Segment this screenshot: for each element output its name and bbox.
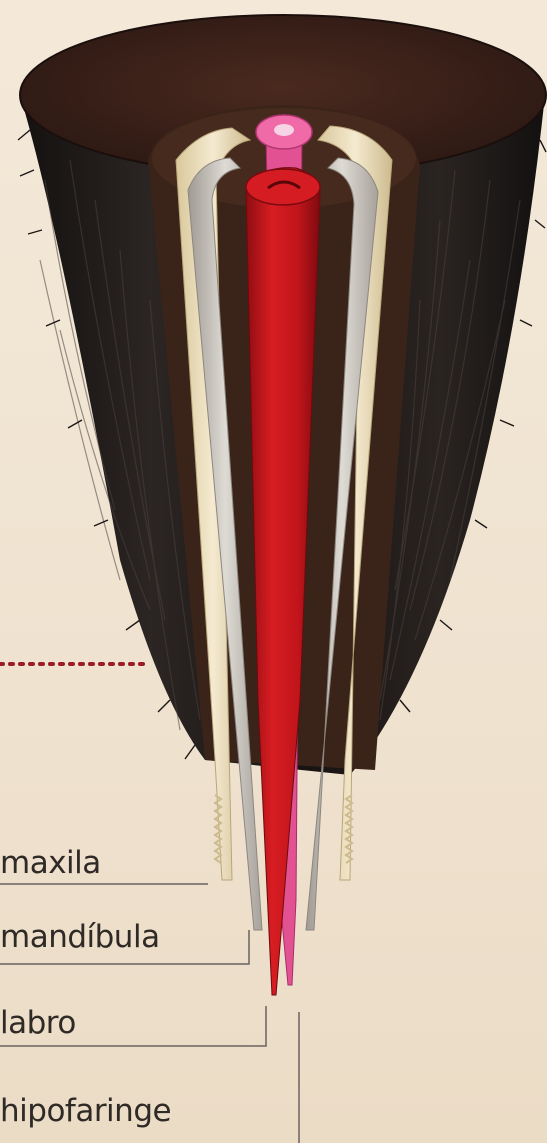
- label-labro: labro: [0, 1008, 76, 1039]
- hipofaringe-canal: [274, 124, 294, 136]
- label-mandibula: mandíbula: [0, 922, 160, 953]
- label-hipofaringe: hipofaringe: [0, 1096, 171, 1127]
- label-maxila: maxila: [0, 848, 101, 879]
- labro-top: [246, 169, 320, 205]
